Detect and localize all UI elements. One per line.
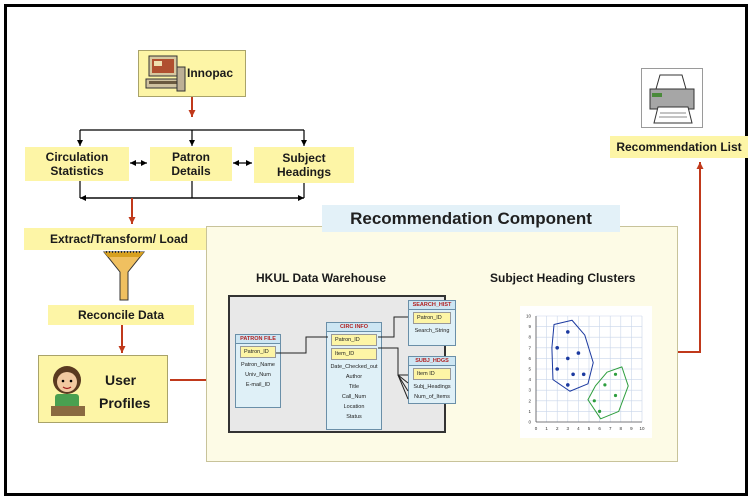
profiles-line1: User xyxy=(105,372,137,388)
patron-file-field: Patron_Name xyxy=(241,362,275,368)
computer-icon xyxy=(145,55,186,92)
cluster-a-point xyxy=(581,372,586,377)
subject-line2: Headings xyxy=(276,165,331,179)
subj-hdgs-key: Item ID xyxy=(413,368,451,380)
etl-box: Extract/Transform/ Load xyxy=(24,228,214,250)
cluster-a-point xyxy=(555,367,559,371)
x-tick-label: 9 xyxy=(630,426,633,431)
subj-hdgs-table: SUBJ_HDGS Item ID Subj_Headings Num_of_I… xyxy=(408,356,456,404)
cluster-b-point xyxy=(613,393,618,398)
funnel-icon xyxy=(102,251,146,301)
subj-hdgs-header: SUBJ_HDGS xyxy=(409,357,455,366)
circ-info-field: Date_Checked_out xyxy=(330,364,378,370)
clusters-title: Subject Heading Clusters xyxy=(490,271,636,285)
x-tick-label: 6 xyxy=(598,426,601,431)
y-tick-label: 1 xyxy=(528,409,531,414)
plot-background xyxy=(520,306,652,438)
x-tick-label: 2 xyxy=(556,426,559,431)
y-tick-label: 2 xyxy=(528,398,531,403)
patron-file-table: PATRON FILE Patron_ID Patron_Name Univ_N… xyxy=(235,334,281,408)
circ-info-key: Patron_ID xyxy=(331,334,377,346)
user-profiles-label: User Profiles xyxy=(99,369,150,415)
warehouse-title: HKUL Data Warehouse xyxy=(256,271,387,285)
circ-info-table: CIRC INFO Patron_ID Item_ID Date_Checked… xyxy=(326,322,382,430)
cluster-b-point xyxy=(603,383,607,387)
search-hist-header: SEARCH_HIST xyxy=(409,301,455,310)
x-tick-label: 3 xyxy=(567,426,570,431)
cluster-a-point xyxy=(571,372,575,377)
x-tick-label: 5 xyxy=(588,426,591,431)
x-tick-label: 1 xyxy=(545,426,548,431)
search-hist-table: SEARCH_HIST Patron_ID Search_String xyxy=(408,300,456,346)
cluster-b-outline xyxy=(587,366,629,420)
patron-line1: Patron xyxy=(171,150,210,164)
cluster-a-point xyxy=(566,330,570,334)
cluster-a-point xyxy=(576,351,581,355)
printer-box xyxy=(641,68,703,128)
recommendation-list-label: Recommendation List xyxy=(616,140,742,154)
circulation-line1: Circulation xyxy=(45,150,109,164)
y-tick-label: 8 xyxy=(528,335,531,340)
reconcile-data-box: Reconcile Data xyxy=(48,305,194,325)
circ-info-header: CIRC INFO xyxy=(327,323,381,332)
innopac-box: Innopac xyxy=(138,50,246,97)
innopac-label: Innopac xyxy=(187,66,234,80)
x-tick-label: 4 xyxy=(577,426,580,431)
search-hist-field: Search_String xyxy=(414,328,450,334)
y-tick-label: 0 xyxy=(528,420,531,425)
patron-file-field: E-mail_ID xyxy=(245,382,271,388)
patron-file-field: Univ_Num xyxy=(245,372,271,378)
y-tick-label: 7 xyxy=(528,345,531,350)
cluster-b-point xyxy=(613,372,618,376)
cluster-b-point xyxy=(598,409,602,413)
patron-line2: Details xyxy=(171,164,211,178)
subj-hdgs-field: Subj_Headings xyxy=(413,384,451,390)
x-tick-label: 10 xyxy=(639,426,645,431)
x-tick-label: 7 xyxy=(609,426,612,431)
y-tick-label: 10 xyxy=(526,314,532,319)
cluster-a-point xyxy=(566,356,570,361)
patron-file-key: Patron_ID xyxy=(240,346,276,358)
subject-line1: Subject xyxy=(282,151,326,165)
circ-info-field: Author xyxy=(345,374,363,380)
y-tick-label: 6 xyxy=(528,356,531,361)
circ-info-field: Call_Num xyxy=(341,394,367,400)
circ-info-field: Title xyxy=(348,384,360,390)
etl-label: Extract/Transform/ Load xyxy=(49,232,189,246)
circ-info-key: Item_ID xyxy=(331,348,377,360)
y-tick-label: 4 xyxy=(528,377,531,382)
printer-icon xyxy=(649,74,695,124)
cluster-a-point xyxy=(566,383,570,387)
cluster-a-point xyxy=(555,346,559,350)
cluster-b-point xyxy=(592,399,596,403)
y-tick-label: 5 xyxy=(528,367,531,372)
search-hist-key: Patron_ID xyxy=(413,312,451,324)
data-warehouse-schema: PATRON FILE Patron_ID Patron_Name Univ_N… xyxy=(228,295,456,433)
user-profiles-box: User Profiles xyxy=(38,355,168,423)
user-icon xyxy=(51,366,85,416)
subj-hdgs-field: Num_of_Items xyxy=(414,394,450,400)
reconcile-label: Reconcile Data xyxy=(77,308,165,322)
cluster-a-outline xyxy=(551,319,594,392)
y-tick-label: 3 xyxy=(528,388,531,393)
circ-info-field: Location xyxy=(343,404,365,410)
patron-file-header: PATRON FILE xyxy=(236,335,280,344)
x-tick-label: 0 xyxy=(535,426,538,431)
schema-relations xyxy=(276,316,409,400)
recommendation-list-box: Recommendation List xyxy=(610,136,748,158)
source-fanout-lines xyxy=(77,129,307,201)
circulation-line2: Statistics xyxy=(50,164,104,178)
profiles-line2: Profiles xyxy=(99,395,151,411)
recommendation-component-title: Recommendation Component xyxy=(322,205,620,232)
circ-info-field: Status xyxy=(346,414,362,420)
x-tick-label: 8 xyxy=(620,426,623,431)
y-tick-label: 9 xyxy=(528,324,531,329)
